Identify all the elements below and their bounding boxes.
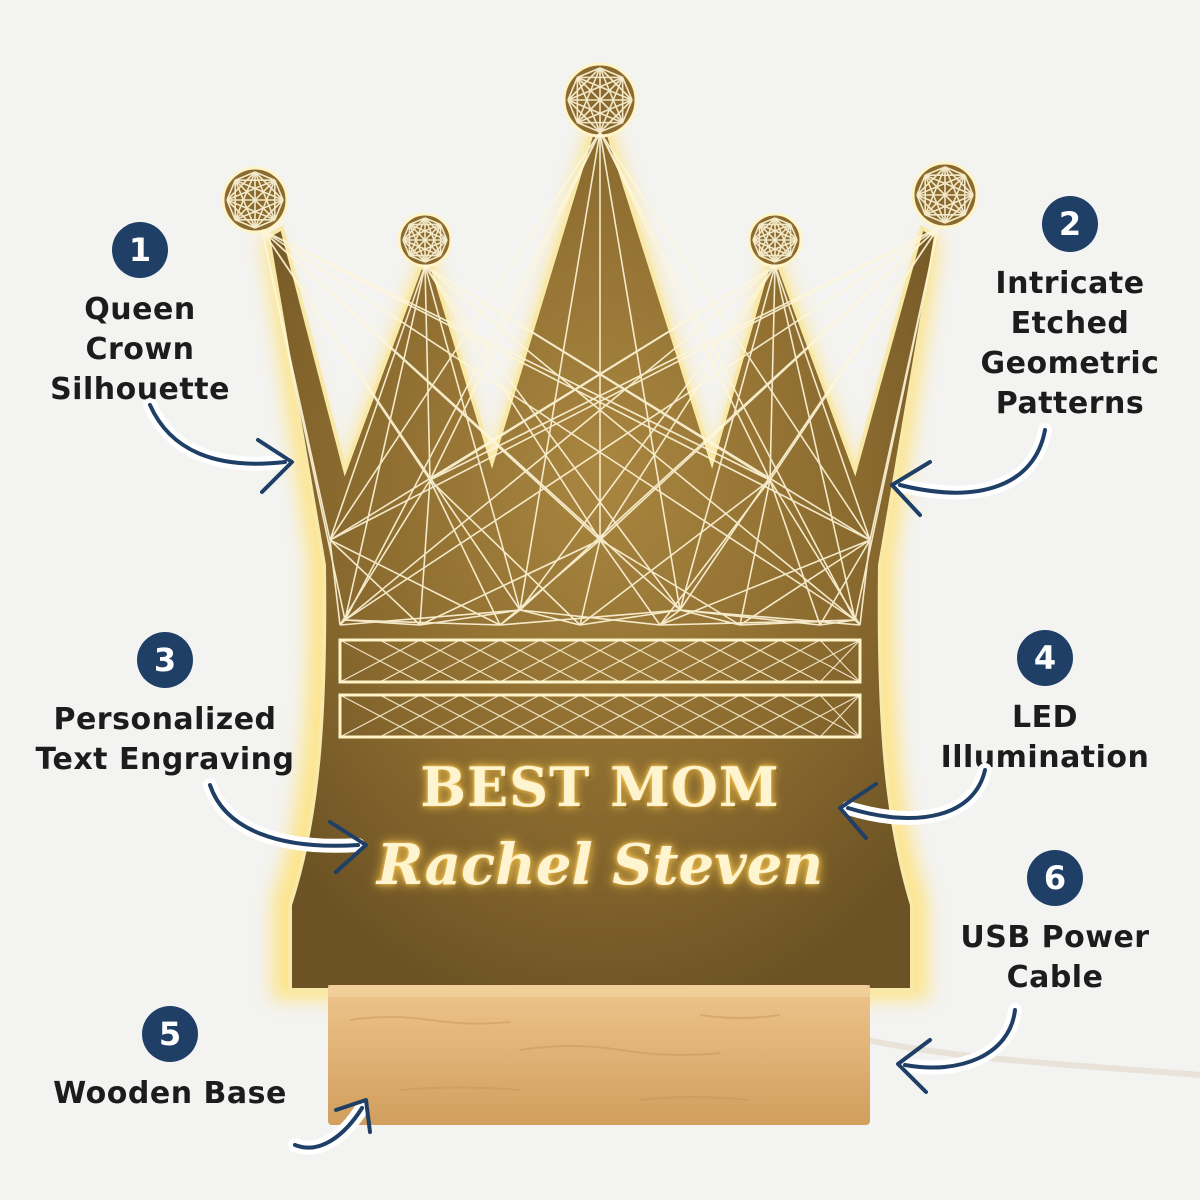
callout-etched-patterns: 2 Intricate Etched Geometric Patterns (960, 196, 1180, 424)
callout-wooden-base: 5 Wooden Base (40, 1006, 300, 1114)
callout-label: Personalized Text Engraving (35, 702, 295, 777)
callout-crown-silhouette: 1 Queen Crown Silhouette (40, 222, 240, 410)
callout-number-badge: 1 (112, 222, 168, 278)
callout-label: USB Power Cable (960, 920, 1150, 995)
callout-label: Intricate Etched Geometric Patterns (980, 266, 1160, 421)
etched-geometric-patterns (226, 67, 974, 626)
callout-label: LED Illumination (940, 700, 1150, 775)
callout-label: Wooden Base (53, 1076, 287, 1111)
callout-number-badge: 2 (1042, 196, 1098, 252)
engraving-name: Rachel Steven (376, 832, 824, 898)
callout-personalized-text: 3 Personalized Text Engraving (20, 632, 310, 780)
callout-label: Queen Crown Silhouette (50, 292, 230, 407)
callout-number-badge: 3 (137, 632, 193, 688)
callout-number-badge: 4 (1017, 630, 1073, 686)
usb-cable (867, 1037, 1200, 1078)
callout-number-badge: 5 (142, 1006, 198, 1062)
callout-led-illumination: 4 LED Illumination (935, 630, 1155, 778)
wood-grain (349, 1014, 781, 1101)
callout-usb-cable: 6 USB Power Cable (945, 850, 1165, 998)
callout-number-badge: 6 (1027, 850, 1083, 906)
wooden-base (328, 985, 870, 1125)
engraving-title: BEST MOM (420, 755, 780, 819)
crown-bands (338, 638, 862, 739)
